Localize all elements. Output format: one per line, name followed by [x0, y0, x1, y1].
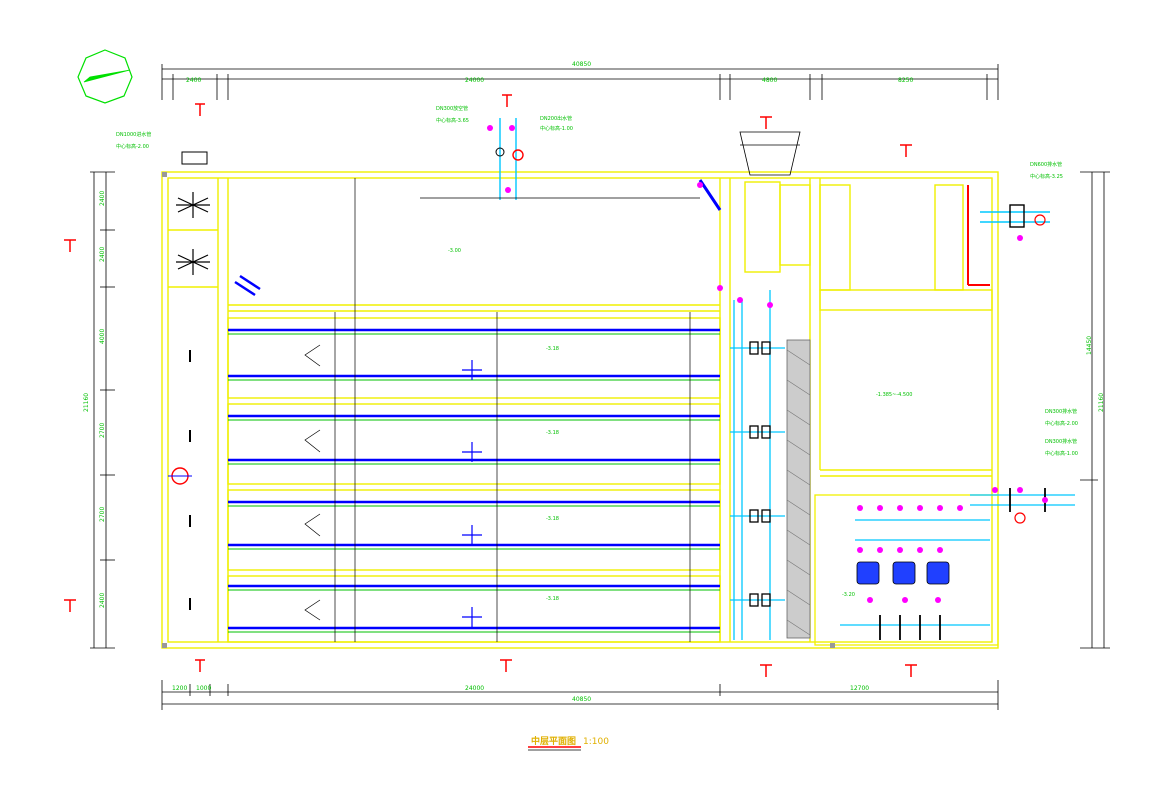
level-filter-4: -3.18 [546, 596, 559, 602]
pump-icon [856, 561, 950, 585]
pipe-top-left-1: DN1000进水管 [116, 131, 151, 138]
dim-left-2400a: 2400 [99, 191, 106, 206]
dim-left-4000: 4000 [99, 329, 106, 344]
pipe-top-mid2-1: DN200出水管 [540, 115, 572, 122]
right-dimensions [1080, 171, 1110, 649]
level-filter-2: -3.18 [546, 430, 559, 436]
aerator-icon [234, 274, 261, 297]
pipe-right-mid2-1: DN300排水管 [1045, 438, 1077, 445]
dim-left-2400c: 2400 [99, 593, 106, 608]
pipe-top-mid-2: 中心标高-3.65 [436, 117, 469, 124]
pipe-right-mid-2: 中心标高-2.00 [1045, 420, 1078, 427]
section-mark-icon [64, 94, 917, 677]
pipe-gallery [697, 182, 811, 640]
dim-right-total: 21160 [1098, 393, 1105, 412]
dim-left-total: 21160 [83, 393, 90, 412]
dim-top-8250: 8250 [898, 77, 913, 84]
dim-left-2400b: 2400 [99, 247, 106, 262]
right-upper-tanks [967, 185, 1050, 286]
drawing-title: 中层平面图 [531, 735, 576, 747]
pipe-right-top-1: DN600排水管 [1030, 161, 1062, 168]
level-filter-3: -3.18 [546, 516, 559, 522]
top-channel [739, 131, 801, 176]
level-pump: -3.20 [842, 592, 855, 598]
filter-cells [227, 178, 721, 643]
dim-top-24000: 24000 [465, 77, 484, 84]
level-tank: -1.385~-4.500 [876, 392, 912, 398]
pipe-top-mid2-2: 中心标高-1.00 [540, 125, 573, 132]
top-dimensions [161, 64, 999, 100]
dim-right-upper: 14450 [1086, 336, 1093, 355]
pipe-top-mid-1: DN300放空管 [436, 105, 468, 112]
dim-top-total: 40850 [572, 61, 591, 68]
dim-top-2400: 2400 [186, 77, 201, 84]
dim-bottom-12700: 12700 [850, 685, 869, 692]
north-arrow-icon [77, 49, 133, 104]
bottom-dimensions [161, 680, 999, 710]
dim-left-2700b: 2700 [99, 507, 106, 522]
pipe-right-mid-1: DN300排水管 [1045, 408, 1077, 415]
dim-bottom-1200: 1200 [172, 685, 187, 692]
dim-bottom-24000: 24000 [465, 685, 484, 692]
dim-left-2700a: 2700 [99, 423, 106, 438]
pump-room [814, 487, 1075, 646]
pipe-top-left-2: 中心标高-2.00 [116, 143, 149, 150]
dim-top-4800: 4800 [762, 77, 777, 84]
left-dimensions [90, 171, 115, 649]
dim-bottom-total: 40850 [572, 696, 591, 703]
drawing-scale: 1:100 [583, 737, 609, 747]
level-filter-1: -3.18 [546, 346, 559, 352]
corner-markers [162, 172, 835, 648]
top-pipe-assembly [420, 118, 722, 211]
level-main: -3.00 [448, 248, 461, 254]
pipe-right-mid2-2: 中心标高-1.00 [1045, 450, 1078, 457]
pipe-right-top-2: 中心标高-3.25 [1030, 173, 1063, 180]
left-channel [168, 151, 210, 610]
dim-bottom-1000: 1000 [196, 685, 211, 692]
